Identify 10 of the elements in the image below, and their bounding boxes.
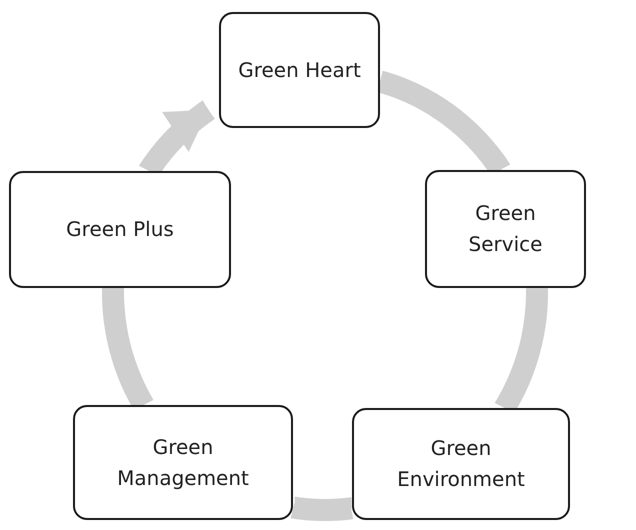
rounded-box — [219, 12, 380, 128]
node-label: Green Service — [468, 200, 544, 258]
rounded-box — [352, 408, 570, 520]
rounded-box — [9, 171, 231, 288]
node-label: Green Plus — [65, 216, 175, 243]
node-label: Green Heart — [237, 56, 362, 84]
rounded-box — [425, 170, 586, 288]
node-label: Green Environment — [396, 435, 526, 493]
node-label: Green Management — [116, 434, 250, 492]
rounded-box — [73, 405, 293, 520]
